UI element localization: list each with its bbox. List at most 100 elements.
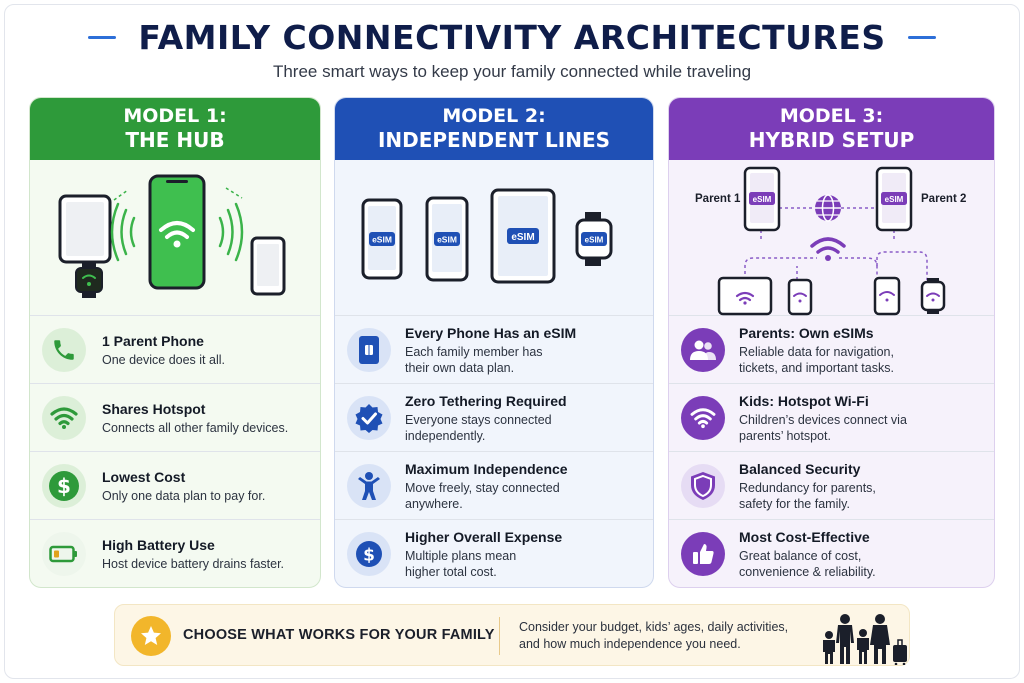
svg-text:$: $	[363, 546, 375, 566]
kid-smartwatch-icon	[920, 278, 946, 314]
banner-text: Consider your budget, kids’ ages, daily …	[519, 620, 789, 651]
shield-icon	[681, 463, 725, 508]
feature-title: Higher Overall Expense	[405, 529, 563, 545]
smartphone-wifi-icon	[148, 174, 206, 290]
dollar-icon: $	[347, 532, 391, 576]
model-3-header: MODEL 3: HYBRID SETUP	[669, 98, 994, 160]
parent-1-esim-phone-icon: eSIM	[743, 166, 781, 232]
feature-title: Shares Hotspot	[102, 400, 206, 417]
model-1-feature-2: Shares Hotspot Connects all other family…	[30, 384, 320, 452]
signal-waves-right	[218, 202, 244, 262]
kid-phone-icon	[787, 278, 813, 316]
svg-text:eSIM: eSIM	[753, 195, 772, 204]
page-title: FAMILY CONNECTIVITY ARCHITECTURES	[138, 17, 886, 57]
model-2-feature-3: Maximum Independence Move freely, stay c…	[335, 452, 653, 520]
feature-title: Most Cost-Effective	[739, 529, 870, 545]
esim-phone-icon: eSIM	[361, 198, 403, 280]
bottom-banner: CHOOSE WHAT WORKS FOR YOUR FAMILY Consid…	[114, 604, 910, 666]
model-2-feature-1: Every Phone Has an eSIM Each family memb…	[335, 316, 653, 384]
feature-desc: Redundancy for parents,safety for the fa…	[739, 480, 876, 511]
parents-icon	[681, 327, 725, 372]
svg-text:eSIM: eSIM	[437, 235, 457, 245]
feature-title: Balanced Security	[739, 460, 861, 477]
star-icon	[131, 616, 171, 656]
model-1-feature-1: 1 Parent Phone One device does it all.	[30, 316, 320, 384]
model-3-feature-2: Kids: Hotspot Wi-Fi Children’s devices c…	[669, 384, 994, 452]
feature-title: Every Phone Has an eSIM	[405, 324, 577, 341]
kid-phone-icon	[873, 276, 901, 316]
model-2-name: INDEPENDENT LINES	[377, 128, 611, 152]
model-1-label: MODEL 1:	[123, 105, 227, 127]
header: FAMILY CONNECTIVITY ARCHITECTURES	[0, 14, 1024, 60]
signal-waves-left	[110, 202, 136, 262]
esim-tablet-icon: eSIM	[490, 188, 556, 284]
title-left-rule	[88, 35, 117, 39]
svg-text:Parent 2: Parent 2	[921, 193, 966, 205]
tablet-icon	[58, 194, 112, 264]
model-1-card: MODEL 1: THE HUB	[29, 97, 321, 588]
thumbs-up-icon	[681, 532, 725, 576]
model-2-header: MODEL 2: INDEPENDENT LINES	[335, 98, 653, 160]
model-2-feature-4: $ Higher Overall Expense Multiple plans …	[335, 520, 653, 587]
hotspot-wifi-icon	[810, 237, 846, 261]
esim-smartwatch-icon: eSIM	[575, 212, 613, 266]
phone-icon	[42, 327, 86, 372]
model-3-feature-4: Most Cost-Effective Great balance of cos…	[669, 520, 994, 587]
family-travel-icon	[815, 609, 911, 670]
svg-text:eSIM: eSIM	[885, 195, 904, 204]
dash-link	[113, 187, 243, 201]
model-1-header: MODEL 1: THE HUB	[30, 98, 320, 160]
dollar-icon: $	[42, 463, 86, 508]
feature-title: 1 Parent Phone	[102, 332, 204, 349]
sim-card-icon	[347, 327, 391, 372]
wifi-icon	[42, 395, 86, 440]
page-frame	[4, 4, 1020, 679]
model-2-card: MODEL 2: INDEPENDENT LINES eSIM eSIM eSI…	[334, 97, 654, 588]
check-badge-icon	[347, 395, 391, 440]
feature-title: Zero Tethering Required	[405, 392, 567, 409]
parent-2-esim-phone-icon: eSIM	[875, 166, 913, 232]
esim-phone-icon: eSIM	[425, 196, 469, 282]
feature-title: Kids: Hotspot Wi-Fi	[739, 392, 869, 409]
model-3-feature-1: Parents: Own eSIMs Reliable data for nav…	[669, 316, 994, 384]
feature-desc: Great balance of cost,convenience & reli…	[739, 549, 876, 579]
smartwatch-icon	[75, 262, 103, 298]
model-1-feature-4: High Battery Use Host device battery dra…	[30, 520, 320, 587]
svg-text:eSIM: eSIM	[585, 236, 604, 245]
feature-title: Lowest Cost	[102, 468, 186, 485]
model-3-feature-3: Balanced Security Redundancy for parents…	[669, 452, 994, 520]
model-2-illustration: eSIM eSIM eSIM eSIM	[335, 160, 653, 316]
model-2-label: MODEL 2:	[442, 105, 546, 127]
feature-desc: Connects all other family devices.	[102, 420, 289, 435]
feature-title: Maximum Independence	[405, 460, 568, 477]
model-3-illustration: Parent 1 Parent 2 eSIM	[669, 160, 994, 316]
feature-title: Parents: Own eSIMs	[739, 324, 874, 341]
feature-title: High Battery Use	[102, 537, 215, 553]
model-1-name: THE HUB	[125, 128, 225, 152]
feature-desc: Host device battery drains faster.	[102, 557, 285, 571]
kid-tablet-icon	[717, 276, 773, 316]
model-3-label: MODEL 3:	[779, 105, 884, 127]
svg-text:eSIM: eSIM	[511, 232, 534, 243]
model-1-illustration	[30, 160, 320, 316]
feature-desc: Only one data plan to pay for.	[102, 488, 266, 503]
smartphone-icon	[250, 236, 286, 296]
banner-title: CHOOSE WHAT WORKS FOR YOUR FAMILY	[183, 627, 495, 643]
svg-text:eSIM: eSIM	[372, 235, 392, 245]
feature-desc: One device does it all.	[102, 352, 225, 367]
model-3-card: MODEL 3: HYBRID SETUP Parent 1 Parent 2 …	[668, 97, 995, 588]
battery-low-icon	[42, 532, 86, 576]
model-2-feature-2: Zero Tethering Required Everyone stays c…	[335, 384, 653, 452]
svg-text:$: $	[57, 474, 71, 498]
person-free-icon	[347, 463, 391, 508]
page-subtitle: Three smart ways to keep your family con…	[272, 62, 752, 81]
model-1-feature-3: $ Lowest Cost Only one data plan to pay …	[30, 452, 320, 520]
globe-icon	[815, 194, 841, 222]
wifi-icon	[681, 395, 725, 440]
svg-text:Parent 1: Parent 1	[695, 193, 741, 205]
